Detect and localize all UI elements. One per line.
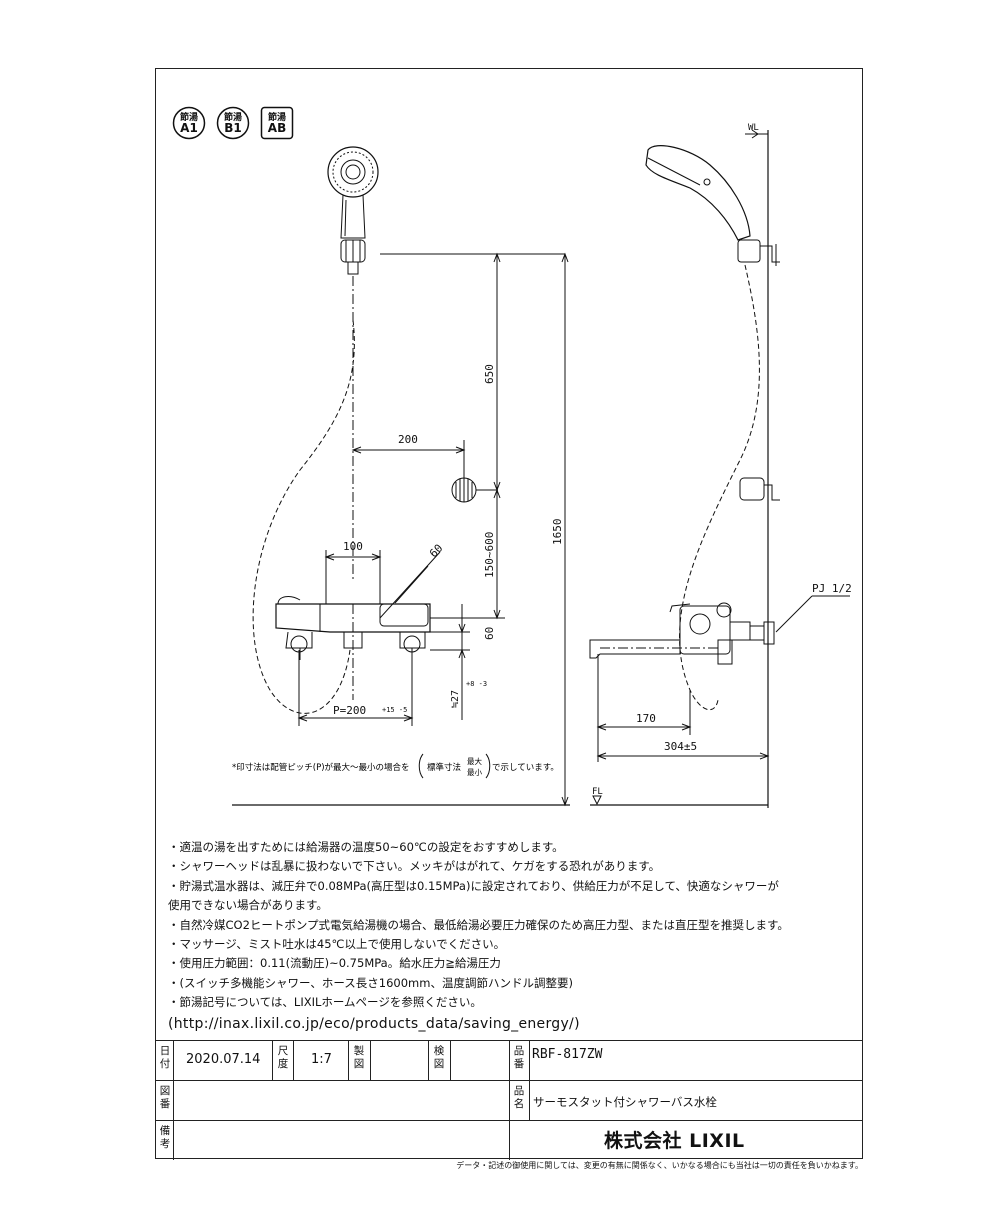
date-label: 日付 bbox=[159, 1045, 171, 1070]
title-block-col-line bbox=[173, 1040, 174, 1160]
reference-url: (http://inax.lixil.co.jp/eco/products_da… bbox=[168, 1015, 580, 1032]
dim-60-angled: 60 bbox=[427, 542, 446, 561]
saving-mark-b1-top: 節湯 bbox=[223, 113, 242, 123]
dim-27: ≒27 bbox=[450, 690, 461, 708]
shower-holder-front-2 bbox=[451, 477, 498, 503]
wl-label: WL bbox=[748, 123, 759, 133]
mixer-body-side bbox=[589, 602, 775, 665]
hose-side bbox=[679, 264, 760, 711]
note-line: ・マッサージ、ミスト吐水は45℃以上で使用しないでください。 bbox=[168, 937, 506, 952]
remarks-label: 備考 bbox=[159, 1125, 171, 1150]
title-block-col-line bbox=[428, 1040, 429, 1080]
dim-150-600: 150~600 bbox=[483, 532, 496, 578]
pitch-note-suffix: で示しています。 bbox=[492, 763, 559, 773]
note-line: 使用できない場合があります。 bbox=[168, 898, 328, 913]
saving-mark-ab-top: 節湯 bbox=[267, 113, 286, 123]
pitch-note-min: 最小 bbox=[467, 768, 482, 777]
technical-drawing: 650 200 1650 100 60 150~600 60 ≒27 +8 -3… bbox=[232, 123, 852, 808]
dim-pitch-tolerance: +15 -5 bbox=[382, 706, 407, 714]
title-block-col-line bbox=[450, 1040, 451, 1080]
note-line: ・自然冷媒CO2ヒートポンプ式電気給湯機の場合、最低給湯必要圧力確保のため高圧力… bbox=[168, 917, 789, 932]
saving-mark-a1-top: 節湯 bbox=[179, 113, 198, 123]
title-block-col-line bbox=[370, 1040, 371, 1080]
pitch-note-max: 最大 bbox=[467, 756, 482, 766]
checked-label: 検図 bbox=[433, 1045, 445, 1070]
dim-100: 100 bbox=[343, 540, 363, 553]
note-line: ・貯湯式温水器は、減圧弁で0.08MPa(高圧型は0.15MPa)に設定されてお… bbox=[168, 878, 779, 893]
hose-front bbox=[252, 319, 355, 714]
dim-304: 304±5 bbox=[664, 740, 697, 753]
scale-label: 尺度 bbox=[277, 1045, 289, 1070]
product-name-label: 品名 bbox=[513, 1085, 525, 1110]
saving-mark-ab: 節湯 AB bbox=[260, 106, 294, 140]
title-block-col-line bbox=[529, 1040, 530, 1120]
title-block-col-line bbox=[272, 1040, 273, 1080]
drawn-label: 製図 bbox=[353, 1045, 365, 1070]
pitch-note-std: 標準寸法 bbox=[427, 762, 461, 773]
dim-1650: 1650 bbox=[551, 519, 564, 546]
dim-60-lower: 60 bbox=[483, 627, 496, 640]
dim-650: 650 bbox=[483, 364, 496, 384]
dim-27-tolerance: +8 -3 bbox=[466, 680, 487, 688]
product-name-value: サーモスタット付シャワーバス水栓 bbox=[533, 1095, 717, 1109]
company-logo: 株式会社 LIXIL bbox=[604, 1130, 745, 1152]
note-line: ・使用圧力範囲：0.11(流動圧)~0.75MPa。給水圧力≧給湯圧力 bbox=[168, 956, 501, 971]
notes-block: ・適温の湯を出すためには給湯器の温度50~60℃の設定をおすすめします。 ・シャ… bbox=[168, 838, 858, 1034]
product-no-label: 品番 bbox=[513, 1045, 525, 1070]
note-line: ・適温の湯を出すためには給湯器の温度50~60℃の設定をおすすめします。 bbox=[168, 840, 564, 854]
date-value: 2020.07.14 bbox=[186, 1052, 261, 1067]
scale-value: 1:7 bbox=[311, 1052, 332, 1067]
dim-200: 200 bbox=[398, 433, 418, 446]
shower-head-front bbox=[327, 146, 379, 239]
saving-mark-a1-code: A1 bbox=[180, 121, 198, 135]
shower-holder-front bbox=[340, 239, 366, 275]
disclaimer-footer: データ・記述の御使用に関しては、変更の有無に関係なく、いかなる場合にも当社は一切… bbox=[456, 1161, 863, 1170]
title-block-col-line bbox=[509, 1040, 510, 1160]
title-block-col-line bbox=[348, 1040, 349, 1080]
shower-head-side bbox=[645, 145, 780, 266]
shower-holder-side bbox=[739, 477, 780, 501]
note-line: ・節湯記号については、LIXILホームページを参照ください。 bbox=[168, 995, 482, 1010]
saving-mark-b1-code: B1 bbox=[224, 121, 242, 135]
product-no-value: RBF-817ZW bbox=[532, 1047, 603, 1062]
fl-label: FL bbox=[592, 787, 603, 797]
saving-mark-a1: 節湯 A1 bbox=[172, 106, 206, 140]
pj-label: PJ 1/2 bbox=[812, 582, 852, 595]
dim-170: 170 bbox=[636, 712, 656, 725]
note-line: ・(スイッチ多機能シャワー、ホース長さ1600mm、温度調節ハンドル調整要) bbox=[168, 975, 573, 990]
saving-mark-b1: 節湯 B1 bbox=[216, 106, 250, 140]
title-block-col-line bbox=[293, 1040, 294, 1080]
dim-pitch: P=200 bbox=[333, 704, 366, 717]
drawing-no-label: 図番 bbox=[159, 1085, 171, 1110]
note-line: ・シャワーヘッドは乱暴に扱わないで下さい。メッキがはがれて、ケガをする恐れがあり… bbox=[168, 859, 661, 874]
pitch-note-prefix: *印寸法は配管ピッチ(P)が最大～最小の場合を bbox=[232, 762, 410, 773]
saving-mark-ab-code: AB bbox=[267, 121, 287, 135]
